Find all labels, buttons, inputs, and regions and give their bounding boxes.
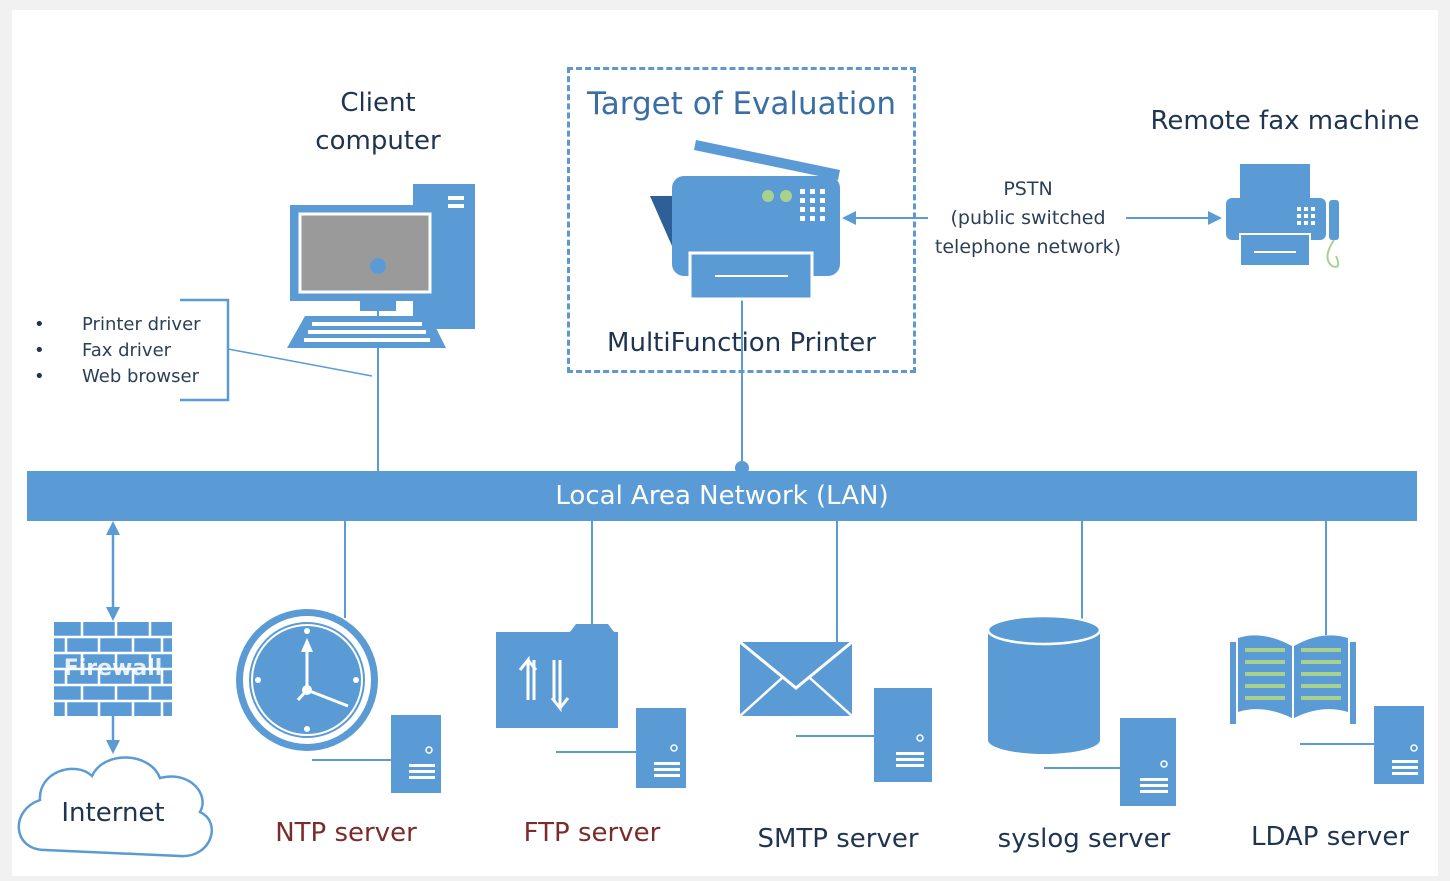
smtp-envelope-icon: [739, 640, 853, 717]
ftp-server-label: FTP server: [523, 818, 661, 848]
ntp-server-label: NTP server: [275, 818, 417, 848]
software-item-web-browser: Web browser: [30, 364, 201, 390]
pstn-label-line1: PSTN: [1003, 178, 1053, 200]
firewall-icon: [54, 622, 172, 716]
ftp-server-tower-icon: [556, 708, 686, 788]
pstn-label-line3: telephone network): [934, 236, 1122, 258]
ntp-server-tower-icon: [312, 715, 441, 793]
mfp-printer-icon: [650, 140, 840, 301]
lan-bar: [27, 471, 1417, 521]
ldap-book-icon: [1230, 635, 1356, 724]
internet-label: Internet: [61, 798, 165, 828]
target-of-evaluation-box: [567, 67, 916, 373]
syslog-database-icon: [986, 614, 1102, 754]
client-computer-icon: [287, 184, 475, 348]
client-software-list: Printer driver Fax driver Web browser: [30, 312, 201, 390]
syslog-server-label: syslog server: [997, 824, 1171, 854]
remote-fax-label: Remote fax machine: [1150, 106, 1420, 136]
software-item-fax-driver: Fax driver: [30, 338, 201, 364]
firewall-lan-arrow: [106, 521, 120, 621]
remote-fax-icon: [1226, 164, 1340, 268]
client-label-line2: computer: [315, 126, 441, 156]
mfp-label: MultiFunction Printer: [607, 328, 876, 358]
software-item-printer-driver: Printer driver: [30, 312, 201, 338]
ldap-server-tower-icon: [1300, 706, 1424, 784]
ftp-folder-icon: [496, 624, 618, 728]
syslog-server-tower-icon: [1044, 718, 1176, 806]
smtp-server-tower-icon: [796, 688, 932, 782]
smtp-server-label: SMTP server: [757, 824, 919, 854]
pstn-arrow-right-head: [1208, 211, 1222, 225]
firewall-internet-arrow: [106, 716, 120, 754]
ldap-server-label: LDAP server: [1250, 822, 1410, 852]
server-tower-icons: [312, 688, 1424, 806]
toe-title: Target of Evaluation: [586, 86, 897, 122]
lan-label: Local Area Network (LAN): [555, 481, 889, 511]
client-label-line1: Client: [340, 88, 416, 118]
pstn-arrow-left-head: [842, 211, 856, 225]
ntp-clock-icon: [236, 609, 378, 751]
software-bracket: [180, 298, 373, 402]
firewall-label: Firewall: [63, 656, 163, 681]
internet-cloud-icon: [17, 756, 213, 858]
pstn-label-line2: (public switched: [950, 207, 1106, 229]
